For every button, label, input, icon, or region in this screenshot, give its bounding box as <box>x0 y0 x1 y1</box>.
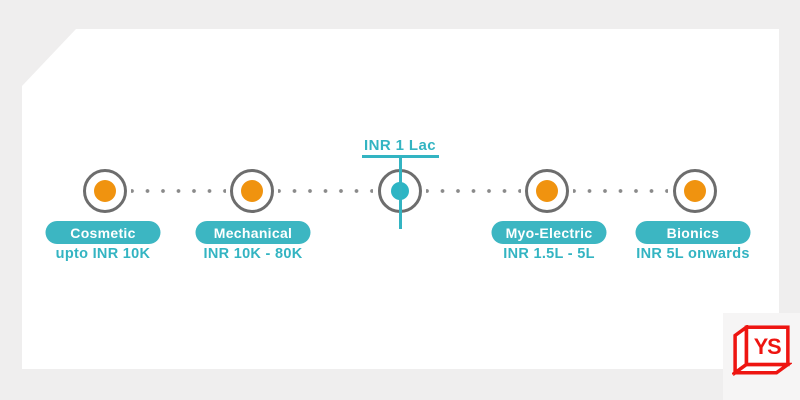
category-pill-cosmetic: Cosmetic <box>45 221 161 244</box>
timeline-node-bionics <box>673 169 717 213</box>
node-dot-icon <box>241 180 263 202</box>
price-range-mechanical: INR 10K - 80K <box>203 246 303 262</box>
timeline-node-myo-electric <box>525 169 569 213</box>
node-dot-icon <box>536 180 558 202</box>
timeline-connector-4 <box>573 189 668 193</box>
timeline-node-mechanical <box>230 169 274 213</box>
ys-logo-text: YS <box>754 334 781 359</box>
timeline-connector-3 <box>426 189 521 193</box>
category-pill-myo-electric: Myo-Electric <box>491 221 607 244</box>
timeline-node-cosmetic <box>83 169 127 213</box>
price-range-bionics: INR 5L onwards <box>636 246 750 262</box>
category-pill-mechanical: Mechanical <box>195 221 311 244</box>
yourstory-logo: YS <box>723 313 800 400</box>
center-price-label: INR 1 Lac <box>364 137 436 154</box>
category-pill-bionics: Bionics <box>635 221 751 244</box>
price-range-myo-electric: INR 1.5L - 5L <box>503 246 595 262</box>
node-dot-icon <box>94 180 116 202</box>
center-marker-vertical-line <box>399 156 402 229</box>
price-range-cosmetic: upto INR 10K <box>55 246 151 262</box>
timeline-connector-2 <box>278 189 373 193</box>
node-dot-icon <box>684 180 706 202</box>
ys-logo-icon: YS <box>732 325 792 376</box>
timeline-connector-1 <box>131 189 226 193</box>
